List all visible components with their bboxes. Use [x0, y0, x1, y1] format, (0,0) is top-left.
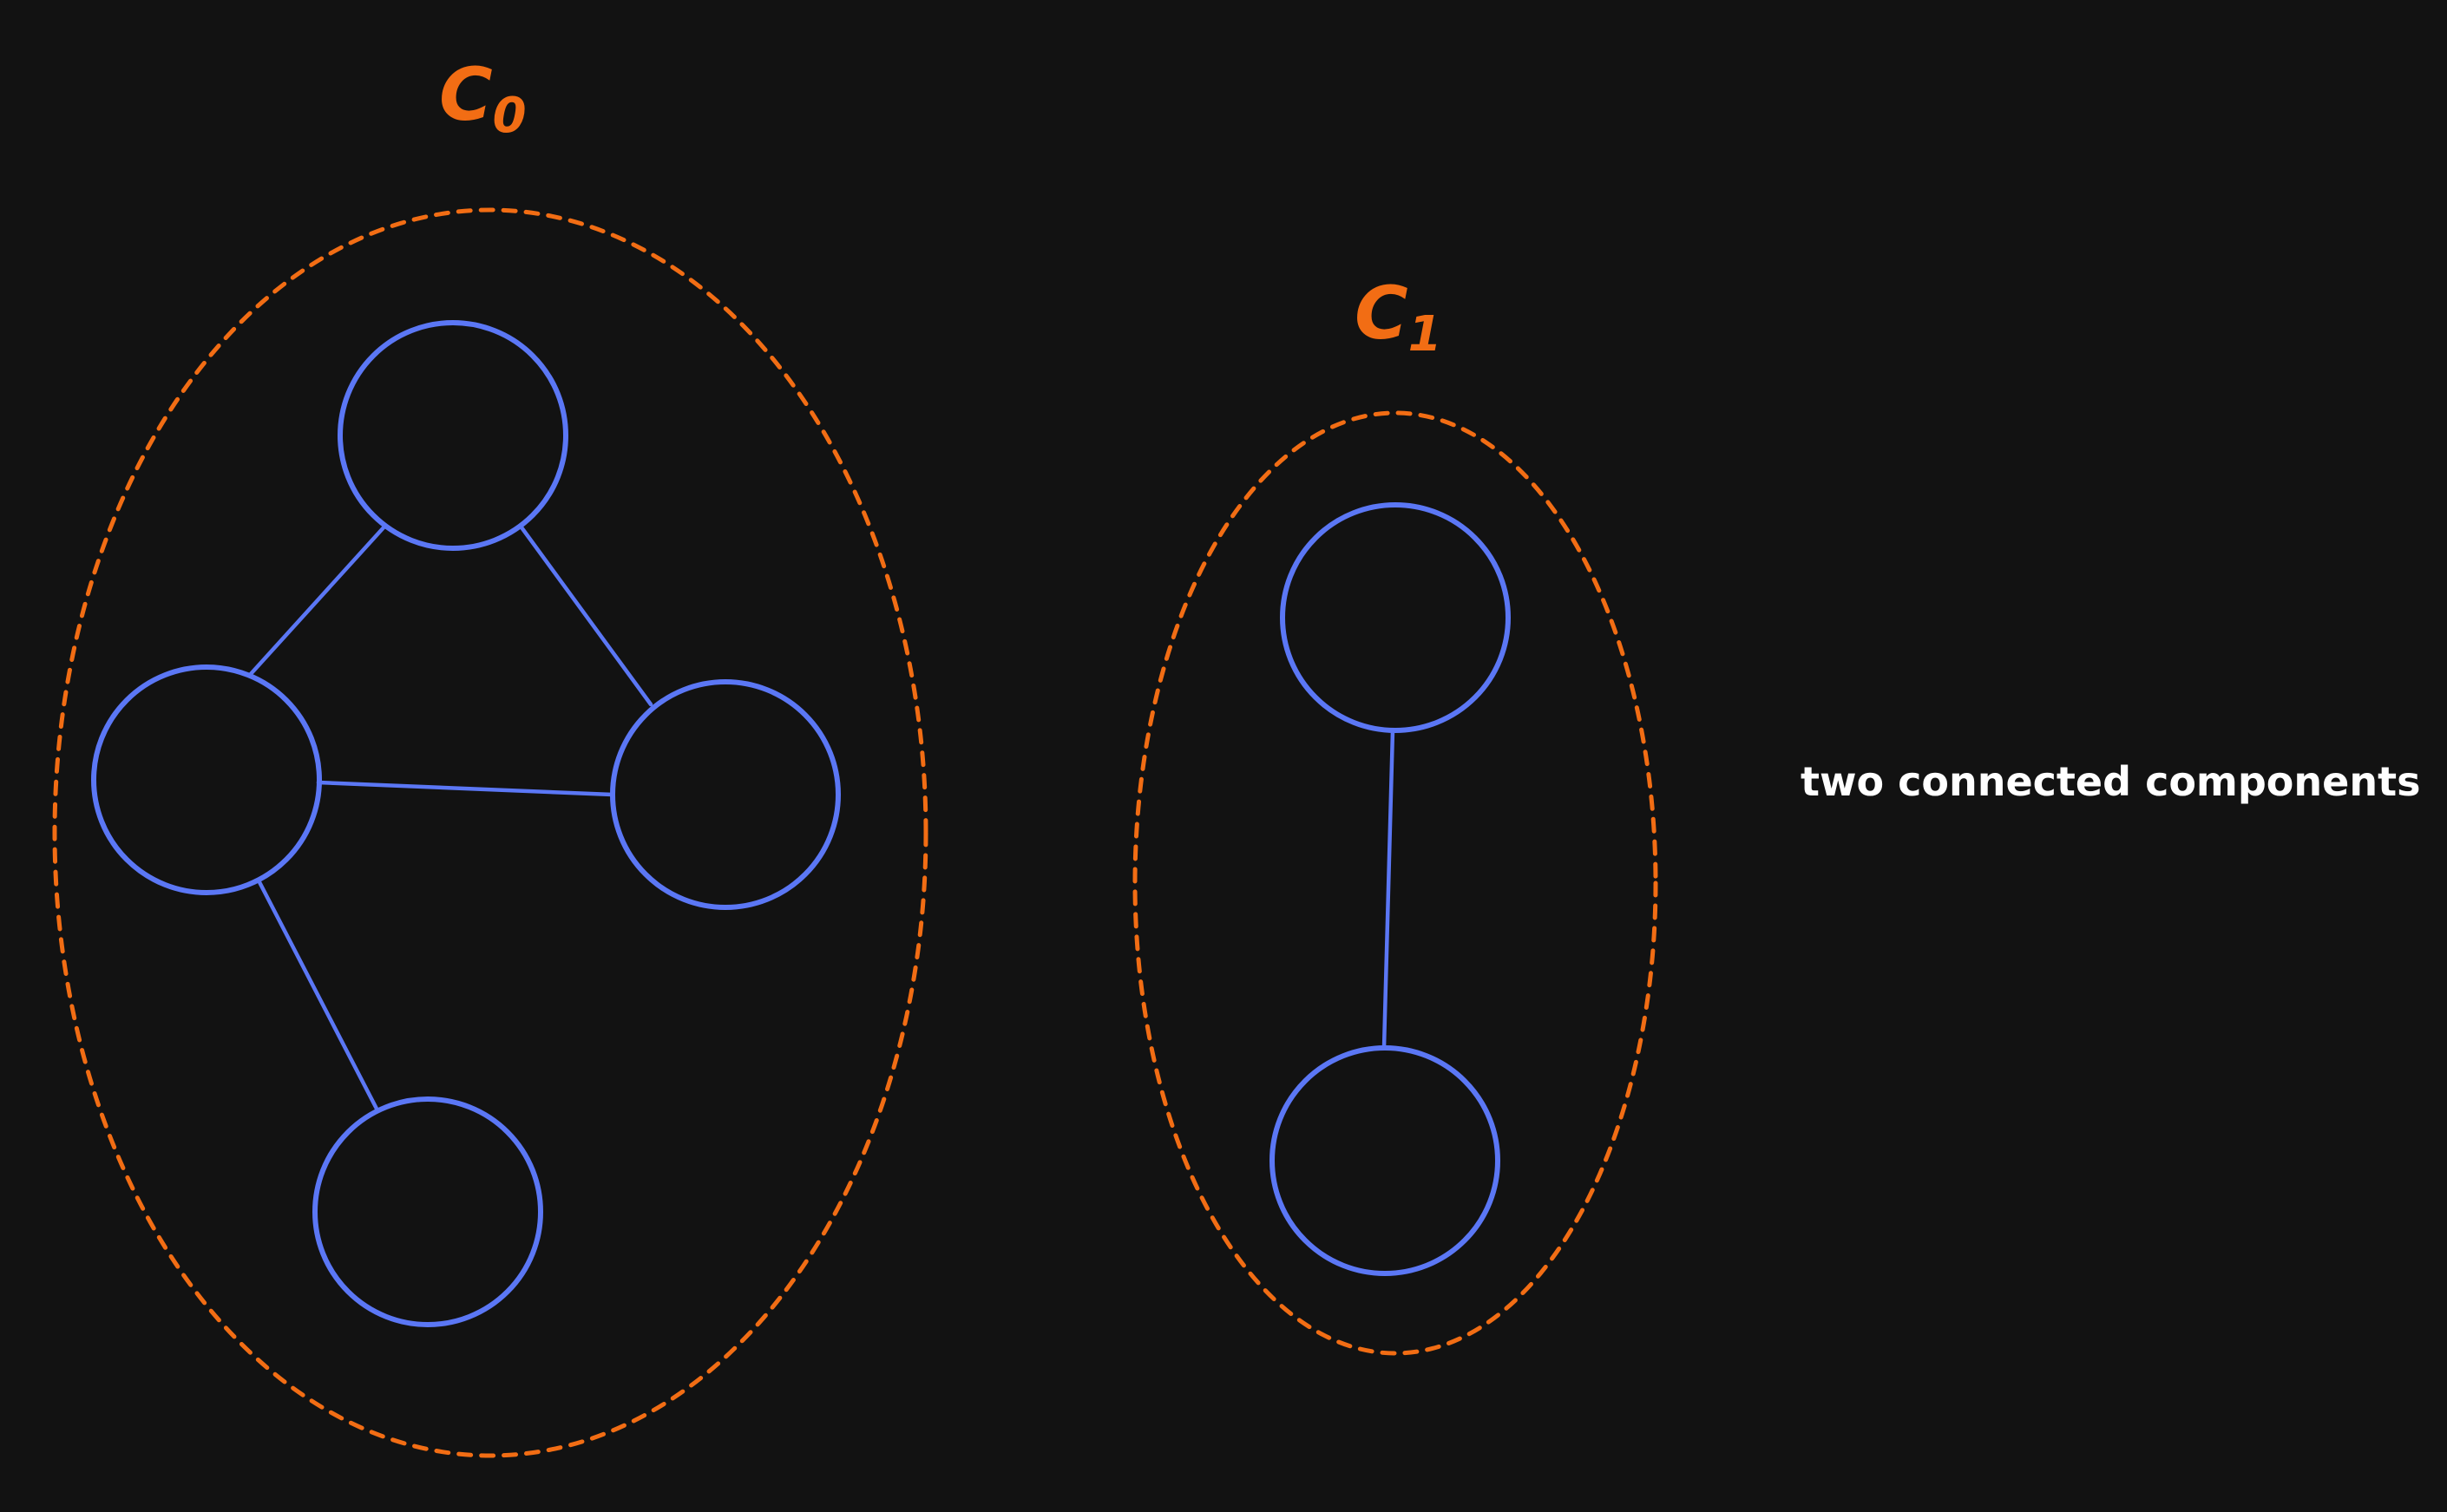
node-n0[interactable]: [338, 320, 568, 551]
node-n3[interactable]: [312, 1096, 543, 1327]
component-0-label-sub: 0: [493, 88, 527, 144]
component-0-boundary: [52, 207, 928, 1458]
node-n4[interactable]: [1280, 502, 1511, 733]
component-0-label-main: C: [439, 52, 493, 137]
node-n5[interactable]: [1269, 1045, 1500, 1276]
node-n1[interactable]: [91, 664, 322, 895]
node-n2[interactable]: [610, 679, 841, 910]
edge-n1-n2: [316, 780, 615, 797]
component-0-label: C0: [439, 52, 527, 144]
edge-n4-n5: [1381, 728, 1395, 1051]
edge-n1-n3: [256, 878, 380, 1113]
component-1-label: C1: [1355, 271, 1442, 363]
edges: [247, 523, 1395, 1113]
component-1-label-sub: 1: [1408, 306, 1442, 363]
component-1-label-main: C: [1355, 271, 1408, 356]
component-1-boundary: [1132, 410, 1658, 1356]
nodes: [91, 320, 1511, 1327]
edge-n0-n2: [519, 525, 653, 707]
diagram-caption: two connected components: [1801, 758, 2420, 805]
edge-n0-n1: [247, 523, 388, 677]
